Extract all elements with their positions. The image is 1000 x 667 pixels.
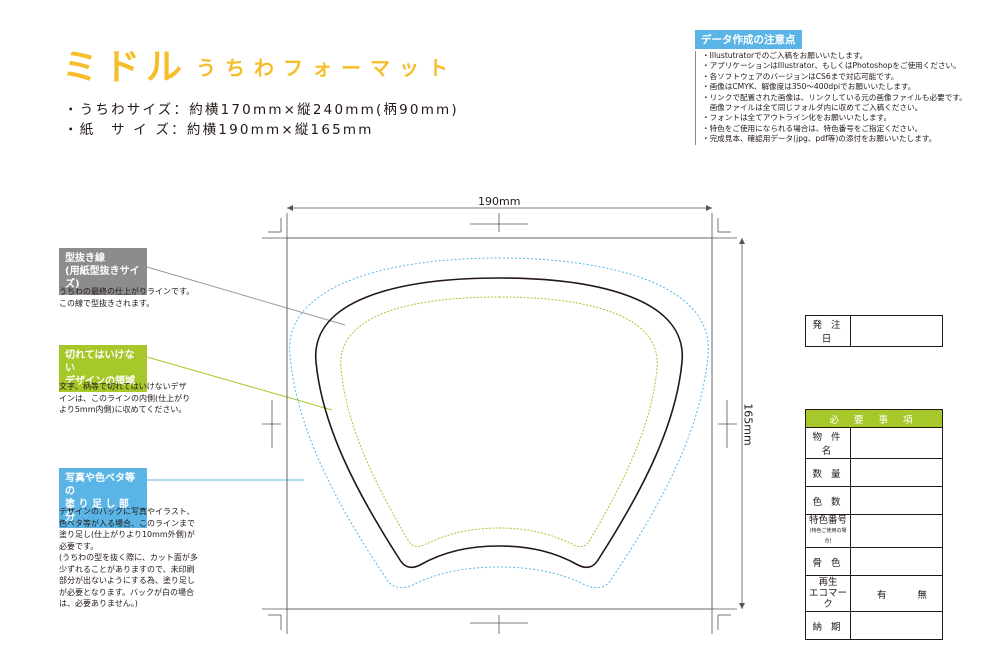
note-item: ・各ソフトウェアのバージョンはCS6まで対応可能です。 [702, 71, 899, 81]
crop-marks [262, 213, 737, 634]
delivery-label: 納 期 [805, 611, 851, 640]
bleed-label: 写真や色ベタ等の 塗 り 足 し 部 分 [59, 468, 147, 528]
handle-color-label: 骨 色 [805, 547, 851, 576]
paper-outline [286, 237, 713, 610]
bleed-desc-line: 必要です。 [59, 541, 99, 551]
notes-title: データ作成の注意点 [695, 30, 802, 49]
safe-zone-desc-line: より5mm内側)に収めてください。 [59, 405, 187, 414]
bleed-title-1: 写真や色ベタ等の [65, 473, 135, 497]
width-arrow-left [287, 205, 293, 211]
order-date-label: 発 注 日 [805, 315, 851, 347]
recycle-label-line: 再生 [818, 577, 838, 588]
note-item: ・画像はCMYK、解像度は350〜400dpiでお願いいたします。 [702, 82, 916, 92]
safe-zone-label: 切れてはいけない デザインの領域 [59, 345, 147, 392]
recycle-mark-label: 再生 エコマーク [805, 575, 851, 612]
quantity-field[interactable] [850, 458, 943, 487]
uchiwa-size-spec: ・うちわサイズ：約横170mm×縦240mm(柄90mm) [64, 102, 459, 118]
colors-label: 色 数 [805, 486, 851, 515]
note-item: ・フォントは全てアウトライン化をお願いいたします。 [702, 113, 892, 123]
special-color-label: 特色番号 (特色ご使用の場合) [805, 514, 851, 548]
delivery-field[interactable] [850, 611, 943, 640]
item-name-label: 物 件 名 [805, 427, 851, 459]
height-dimension-label: 165mm [741, 403, 755, 446]
width-dimension-label: 190mm [478, 195, 521, 208]
special-color-note: (特色ご使用の場合) [809, 528, 847, 544]
safe-zone-title-1: 切れてはいけない [65, 350, 135, 374]
bleed-description: デザインのバックに写真やイラスト、 色ベタ等が入る場合、このラインまで 塗り足し… [59, 506, 198, 610]
special-color-label-text: 特色番号 [808, 515, 847, 526]
bleed-desc-line: 部分が出ないようにする為、塗り足し [59, 576, 195, 585]
note-item: ・完成見本、確認用データ(jpg、pdf等)の添付をお願いいたします。 [702, 134, 937, 144]
note-item: ・特色をご使用になられる場合は、特色番号をご指定ください。 [702, 123, 923, 133]
die-cut-desc-line: この線で型抜きされます。 [59, 298, 155, 308]
notes-list: ・Illustutratorでのご入稿をお願いいたします。 ・アプリケーションは… [695, 51, 990, 145]
bleed-desc-line: デザインのバックに写真やイラスト、 [59, 507, 195, 516]
height-arrow-top [739, 238, 745, 244]
bleed-desc-line: 塗り足し(仕上がりより10mm外側)が [59, 530, 195, 539]
note-item: 画像ファイルは全て同じフォルダ内に収めてご入稿ください。 [702, 103, 923, 113]
recycle-no-option[interactable]: 無 [917, 589, 928, 601]
bleed-line [289, 257, 709, 589]
safe-zone-leader-line [146, 356, 333, 411]
recycle-mark-field: 有 無 [850, 575, 943, 612]
note-item: ・リンクで配置された画像は、リンクしている元の画像ファイルも必要です。 [702, 92, 967, 102]
bleed-desc-line: 色ベタ等が入る場合、このラインまで [59, 518, 195, 528]
die-cut-title-1: 型抜き線 [65, 253, 105, 264]
bleed-desc-line: は、必要ありません。) [59, 599, 138, 608]
width-arrow-right [706, 205, 712, 211]
note-item: ・Illustutratorでのご入稿をお願いいたします。 [702, 51, 868, 60]
note-item: ・アプリケーションはIllustrator、もしくはPhotoshopをご使用く… [702, 61, 961, 71]
required-items-header: 必 要 事 項 [805, 409, 943, 428]
die-cut-leader-line [146, 266, 346, 326]
safe-zone-line [340, 296, 658, 548]
required-items-table: 必 要 事 項 物 件 名 数 量 色 数 特色番号 (特色ご使用の場合) 骨 … [805, 409, 943, 640]
page-subtitle: うちわフォーマット [196, 56, 457, 80]
die-cut-title-2: (用紙型抜きサイズ) [65, 266, 140, 290]
die-cut-label: 型抜き線 (用紙型抜きサイズ) [59, 248, 147, 295]
safe-zone-desc-line: インは、このラインの内側(仕上がり [59, 393, 191, 403]
bleed-desc-line: 少ずれることがありますので、未印刷 [59, 564, 195, 574]
safe-zone-desc-line: 文字、柄等で切れてはいけないデザ [59, 382, 187, 391]
page-title: ミドル [62, 47, 189, 88]
safe-zone-description: 文字、柄等で切れてはいけないデザ インは、このラインの内側(仕上がり より5mm… [59, 381, 190, 416]
die-cut-desc-line: うちわの最終の仕上がりラインです。 [59, 287, 195, 296]
quantity-label: 数 量 [805, 458, 851, 487]
safe-zone-title-2: デザインの領域 [65, 376, 135, 387]
colors-field[interactable] [850, 486, 943, 515]
die-cut-description: うちわの最終の仕上がりラインです。 この線で型抜きされます。 [59, 286, 194, 309]
order-date-table: 発 注 日 [805, 315, 943, 347]
handle-color-field[interactable] [850, 547, 943, 576]
data-notes-panel: データ作成の注意点 ・Illustutratorでのご入稿をお願いいたします。 … [695, 28, 990, 145]
special-color-field[interactable] [850, 514, 943, 548]
item-name-field[interactable] [850, 427, 943, 459]
height-arrow-bottom [739, 603, 745, 609]
paper-size-spec: ・紙 サ イ ズ：約横190mm×縦165mm [64, 122, 374, 138]
bleed-desc-line: が必要となります。バックが白の場合 [59, 587, 194, 597]
die-cut-line [315, 277, 683, 569]
order-date-field[interactable] [850, 315, 943, 347]
bleed-desc-line: (うちわの型を抜く際に、カット面が多 [59, 553, 198, 562]
recycle-label-line: エコマーク [808, 588, 847, 610]
bleed-title-2: 塗 り 足 し 部 分 [65, 499, 129, 523]
recycle-yes-option[interactable]: 有 [877, 589, 887, 601]
